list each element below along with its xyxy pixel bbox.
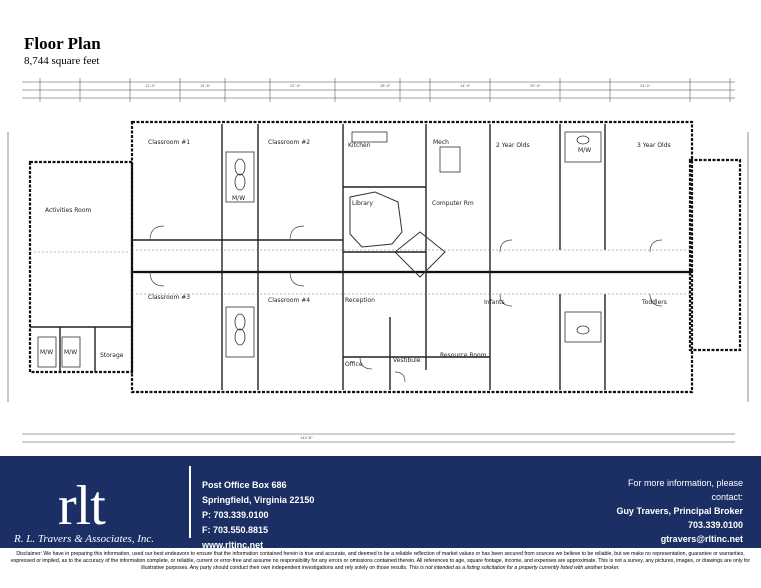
footer-banner: rlt R. L. Travers & Associates, Inc. Pos…	[0, 456, 761, 550]
svg-text:24'-0": 24'-0"	[640, 84, 651, 88]
page-subtitle: 8,744 square feet	[24, 55, 100, 67]
room-label-2-year-olds: 2 Year Olds	[496, 142, 530, 149]
contact-phone: 703.339.0100	[687, 520, 743, 530]
room-label-resource-room: Resource Room	[440, 352, 487, 359]
room-label-classroom-4: Classroom #4	[268, 297, 310, 304]
fax-number: F: 703.550.8815	[202, 525, 269, 535]
room-label-infants: Infants	[484, 299, 505, 306]
room-label-computer-rm: Computer Rm	[432, 200, 474, 207]
disclaimer-text: Disclaimer: We have in preparing this in…	[10, 551, 751, 571]
svg-text:14'-0": 14'-0"	[460, 84, 471, 88]
svg-text:12'-0": 12'-0"	[145, 84, 156, 88]
room-label-library: Library	[352, 200, 373, 207]
room-label-kitchen: Kitchen	[348, 142, 371, 149]
svg-text:18'-0": 18'-0"	[380, 84, 391, 88]
page-title: Floor Plan	[24, 34, 101, 53]
svg-text:20'-0": 20'-0"	[530, 84, 541, 88]
room-label-office: Office	[345, 361, 363, 368]
room-label-mw: M/W	[40, 349, 53, 356]
room-label-mw: M/W	[64, 349, 77, 356]
room-label-mech: Mech	[433, 139, 449, 146]
company-address: Post Office Box 686 Springfield, Virgini…	[202, 478, 314, 553]
po-box: Post Office Box 686	[202, 480, 287, 490]
phone-number: P: 703.339.0100	[202, 510, 269, 520]
room-label-storage: Storage	[100, 352, 124, 359]
room-label-3-year-olds: 3 Year Olds	[637, 142, 671, 149]
room-label-mw: M/W	[232, 195, 245, 202]
room-label-classroom-1: Classroom #1	[148, 139, 190, 146]
room-label-toddlers: Toddlers	[641, 299, 667, 306]
website-link[interactable]: www.rltinc.net	[202, 540, 264, 550]
room-label-classroom-2: Classroom #2	[268, 139, 310, 146]
disclaimer-italic: This is not intended as a listing solici…	[408, 565, 620, 571]
footer-divider	[189, 466, 191, 538]
room-label-mw: M/W	[578, 147, 591, 154]
room-label-activities-room: Activities Room	[45, 207, 92, 214]
room-label-vestibule: Vestibule	[393, 357, 421, 364]
city: Springfield, Virginia 22150	[202, 495, 315, 505]
svg-text:15'-6": 15'-6"	[200, 84, 211, 88]
contact-name: Guy Travers, Principal Broker	[616, 506, 743, 516]
contact-info: For more information, please contact: Gu…	[616, 476, 743, 546]
disclaimer: Disclaimer: We have in preparing this in…	[8, 551, 753, 572]
company-logo: rlt	[58, 475, 106, 537]
svg-text:22'-0": 22'-0"	[290, 84, 301, 88]
contact-line-2: contact:	[711, 492, 743, 502]
svg-text:144'-8": 144'-8"	[300, 436, 313, 440]
room-label-reception: Reception	[345, 297, 375, 304]
contact-line-1: For more information, please	[627, 478, 743, 488]
contact-email-link[interactable]: gtravers@rltinc.net	[660, 534, 743, 544]
company-name: R. L. Travers & Associates, Inc.	[14, 533, 155, 545]
floor-plan-drawing: 12'-0" 15'-6" 22'-0" 18'-0" 14'-0" 20'-0" 2…	[0, 72, 761, 454]
room-label-classroom-3: Classroom #3	[148, 294, 190, 301]
